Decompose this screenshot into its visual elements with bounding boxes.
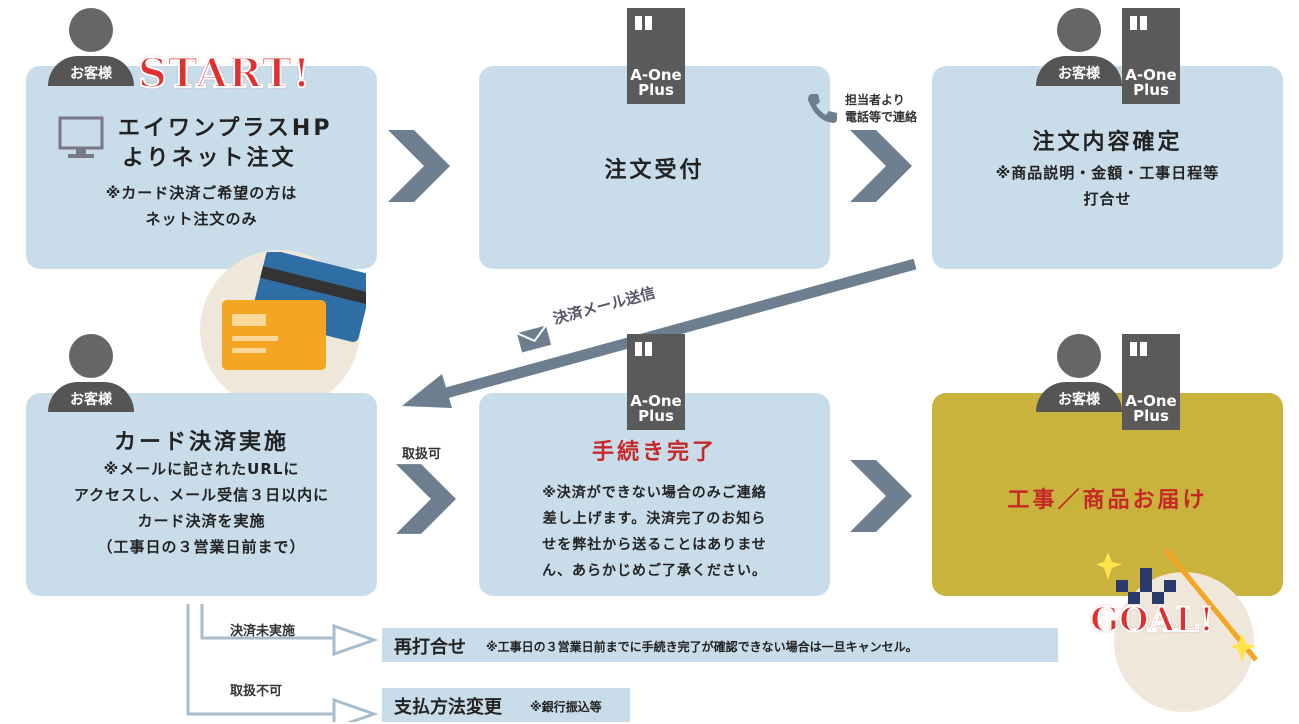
customer-icon: お客様 xyxy=(1036,8,1122,88)
diagonal-arrow xyxy=(402,258,917,408)
arrow-right-icon xyxy=(396,464,456,534)
step-card-payment-box xyxy=(26,393,377,596)
payment-change-box: 支払方法変更 ※銀行振込等 xyxy=(382,688,630,722)
step4-note: ※メールに記されたURLにアクセスし、メール受信３日以内に カード決済を実施（工… xyxy=(73,460,330,556)
branch2-label: 取扱不可 xyxy=(230,684,283,699)
customer-label: お客様 xyxy=(48,56,134,86)
phone-icon xyxy=(808,94,837,123)
start-badge: START! xyxy=(137,49,312,98)
step-order-confirm-box xyxy=(932,66,1283,269)
branch1-note: ※工事日の３営業日前までに手続き完了が確認できない場合は一旦キャンセル。 xyxy=(486,640,918,654)
customer-icon: お客様 xyxy=(48,8,134,88)
branch-connector xyxy=(186,604,379,722)
credit-card-icon xyxy=(222,252,366,370)
goal-badge: GOAL! xyxy=(1089,599,1215,641)
arrow-right-icon xyxy=(850,460,912,532)
step6-title: 工事／商品お届け xyxy=(1007,488,1208,513)
mail-icon xyxy=(516,324,552,353)
branch2-title: 支払方法変更 xyxy=(394,697,502,718)
step5-note: ※決済ができない場合のみご連絡差し上げます。決済完了のお知ら せを弊社から送るこ… xyxy=(542,485,767,579)
step4-title: カード決済実施 xyxy=(113,430,289,455)
branch2-note: ※銀行振込等 xyxy=(530,700,602,714)
step1-title: エイワンプラスHP よりネット注文 xyxy=(118,116,333,171)
checkered-flag-icon xyxy=(1096,548,1258,662)
monitor-icon xyxy=(58,116,104,158)
customer-icon: お客様 xyxy=(48,334,134,414)
branch1-title: 再打合せ xyxy=(394,637,466,658)
step2-title: 注文受付 xyxy=(604,158,705,183)
arrow-right-icon xyxy=(850,130,912,202)
step5-title: 手続き完了 xyxy=(591,440,717,465)
call-note: 担当者より電話等で連絡 xyxy=(845,93,918,124)
step-online-order-box xyxy=(26,66,377,269)
customer-icon: お客様 xyxy=(1036,334,1122,414)
step3-title: 注文内容確定 xyxy=(1032,130,1183,155)
arrow-right-icon xyxy=(388,130,450,202)
accept-label: 取扱可 xyxy=(402,447,442,462)
step1-note: ※カード決済ご希望の方はネット注文のみ xyxy=(105,184,298,228)
branch1-label: 決済未実施 xyxy=(230,624,296,639)
step3-note: ※商品説明・金額・工事日程等打合せ xyxy=(995,164,1220,208)
rearrange-box: 再打合せ ※工事日の３営業日前までに手続き完了が確認できない場合は一旦キャンセル… xyxy=(382,628,1058,662)
